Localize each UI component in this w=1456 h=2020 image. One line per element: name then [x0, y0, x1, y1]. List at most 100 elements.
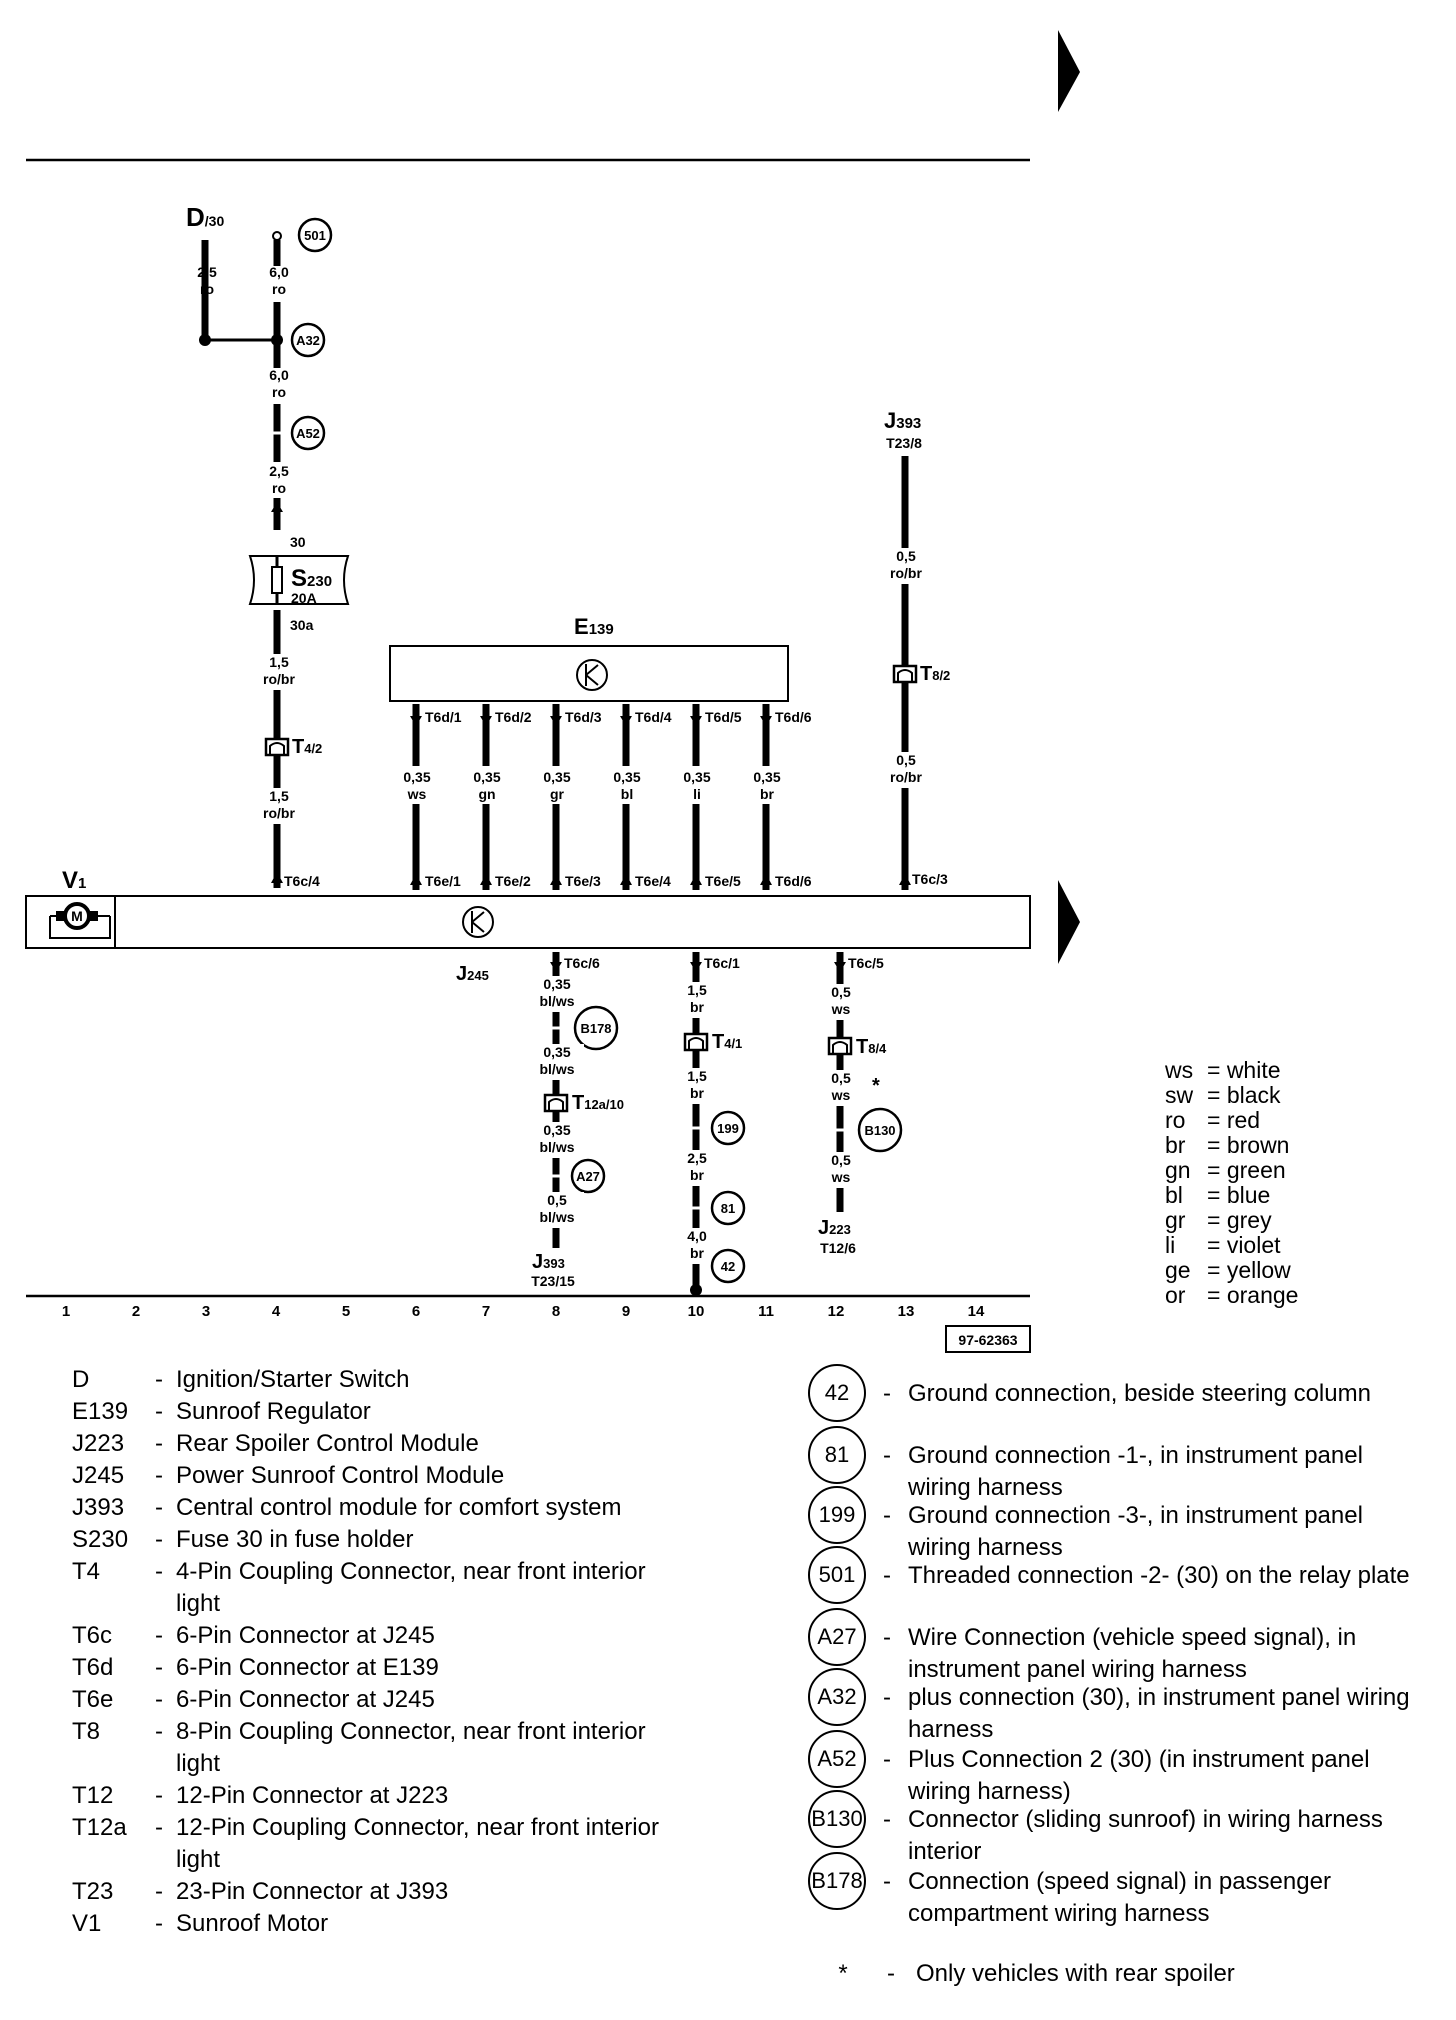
legend-dash: - — [155, 1654, 163, 1681]
fuse-rating: 20A — [291, 590, 317, 606]
track-number: 2 — [132, 1303, 140, 1320]
legend-desc: Connection (speed signal) in passenger c… — [908, 1868, 1331, 1927]
coupling-T4-1 — [683, 1032, 709, 1052]
wire-label: 0,35 — [613, 769, 640, 785]
legend-desc: Plus Connection 2 (30) (in instrument pa… — [908, 1746, 1370, 1805]
track-number: 4 — [272, 1303, 281, 1320]
pin-label: T6d/4 — [635, 709, 672, 725]
connector-circle-81 — [710, 1190, 746, 1226]
legend-row: T8-8-Pin Coupling Connector, near front … — [72, 1716, 696, 1780]
legend-dash: - — [155, 1718, 163, 1745]
pin-label: T6d/2 — [495, 709, 532, 725]
legend-desc: Connector (sliding sunroof) in wiring ha… — [908, 1806, 1383, 1865]
wire-label: 6,0 — [269, 264, 289, 280]
legend-desc: Wire Connection (vehicle speed signal), … — [908, 1624, 1357, 1683]
wire-label: gr — [550, 786, 565, 802]
pin-label: T6e/2 — [495, 873, 531, 889]
color-meaning: = black — [1207, 1082, 1281, 1108]
legend-circle: A32 — [808, 1668, 866, 1726]
wire-label: ro/br — [890, 769, 922, 785]
legend-row: 199-Ground connection -3-, in instrument… — [808, 1486, 1428, 1564]
wire-label: 4,0 — [687, 1228, 707, 1244]
drawing-number-box — [945, 1325, 1031, 1353]
label-T4-1: T4/1 — [712, 1031, 742, 1053]
legend-row: 81-Ground connection -1-, in instrument … — [808, 1426, 1428, 1504]
legend-row: T6c-6-Pin Connector at J245 — [72, 1620, 696, 1652]
junction-dot — [199, 334, 211, 346]
legend-dash: - — [883, 1442, 891, 1469]
fuse-element — [271, 566, 283, 594]
color-meaning: = grey — [1207, 1207, 1272, 1233]
connector-circle-label: B130 — [864, 1123, 895, 1138]
color-meaning: = white — [1207, 1057, 1281, 1083]
wire-label: 0,5 — [831, 1152, 851, 1168]
wire-label: ro — [272, 480, 286, 496]
legend-desc: 6-Pin Connector at E139 — [176, 1654, 439, 1681]
legend-dash: - — [155, 1622, 163, 1649]
coupling-T12a — [543, 1093, 569, 1113]
wire-label: bl/ws — [539, 1139, 574, 1155]
wire-label: li — [693, 786, 701, 802]
connector-circle-label: 501 — [304, 228, 326, 243]
color-meaning: = green — [1207, 1157, 1286, 1183]
wire-label: 0,35 — [473, 769, 500, 785]
connector-circle-A52 — [290, 415, 326, 451]
connector-circle-label: 81 — [721, 1201, 735, 1216]
legend-desc: Threaded connection -2- (30) on the rela… — [908, 1562, 1410, 1589]
connector-circle-label: A52 — [296, 426, 320, 441]
legend-code: T6c — [72, 1622, 113, 1649]
legend-desc: 12-Pin Connector at J223 — [176, 1782, 449, 1809]
pin-label: T6e/1 — [425, 873, 461, 889]
pin-label: T6d/5 — [705, 709, 742, 725]
legend-dash: - — [155, 1462, 163, 1489]
pin-label: T6c/6 — [564, 955, 600, 971]
legend-dash: - — [883, 1746, 891, 1773]
wire-label: 2,5 — [269, 463, 289, 479]
legend-dash: - — [883, 1684, 891, 1711]
label-D: D/30 — [186, 202, 224, 232]
wire-label: gn — [478, 786, 495, 802]
wire-label: 2,5 — [197, 264, 217, 280]
wire-label: 2,5 — [687, 1150, 707, 1166]
legend-row: A32-plus connection (30), in instrument … — [808, 1668, 1428, 1746]
pin-label: T6c/3 — [912, 871, 948, 887]
track-number: 3 — [202, 1303, 210, 1320]
color-code-row: sw= black — [1165, 1083, 1298, 1108]
wire-label: 0,5 — [547, 1192, 567, 1208]
connector-circle-199 — [710, 1110, 746, 1146]
pin-label: T6d/6 — [775, 709, 812, 725]
color-meaning: = yellow — [1207, 1257, 1291, 1283]
wire-label: 0,5 — [896, 548, 916, 564]
legend-circle: A52 — [808, 1730, 866, 1788]
legend-desc: Power Sunroof Control Module — [176, 1462, 505, 1489]
wire-label: 0,35 — [403, 769, 430, 785]
legend-circle: 42 — [808, 1364, 866, 1422]
legend-code: D — [72, 1366, 90, 1393]
footnote-dash: - — [887, 1960, 895, 1987]
control-module-symbol-icon — [462, 906, 494, 938]
legend-dash: - — [883, 1380, 891, 1407]
pin-label: T6d/3 — [565, 709, 602, 725]
legend-dash: - — [155, 1782, 163, 1809]
label-T4: T4/2 — [292, 736, 322, 758]
regulator-symbol-icon — [576, 659, 608, 691]
legend-code: T12 — [72, 1782, 114, 1809]
wire-label: ws — [831, 1001, 851, 1017]
color-meaning: = orange — [1207, 1282, 1299, 1308]
legend-desc: plus connection (30), in instrument pane… — [908, 1684, 1410, 1743]
pin-label: T6c/1 — [704, 955, 740, 971]
wire-label: 0,35 — [753, 769, 780, 785]
connector-circle-label: 42 — [721, 1259, 735, 1274]
legend-dash: - — [155, 1910, 163, 1937]
legend-row: J223-Rear Spoiler Control Module — [72, 1428, 696, 1460]
wire-label: ro/br — [890, 565, 922, 581]
color-abbr: ge — [1165, 1257, 1191, 1283]
color-abbr: li — [1165, 1232, 1176, 1258]
legend-desc: Ground connection -3-, in instrument pan… — [908, 1502, 1363, 1561]
fuse-pin-out: 30a — [290, 617, 314, 633]
color-code-row: ge = yellow — [1165, 1258, 1298, 1283]
legend-code: V1 — [72, 1910, 102, 1937]
